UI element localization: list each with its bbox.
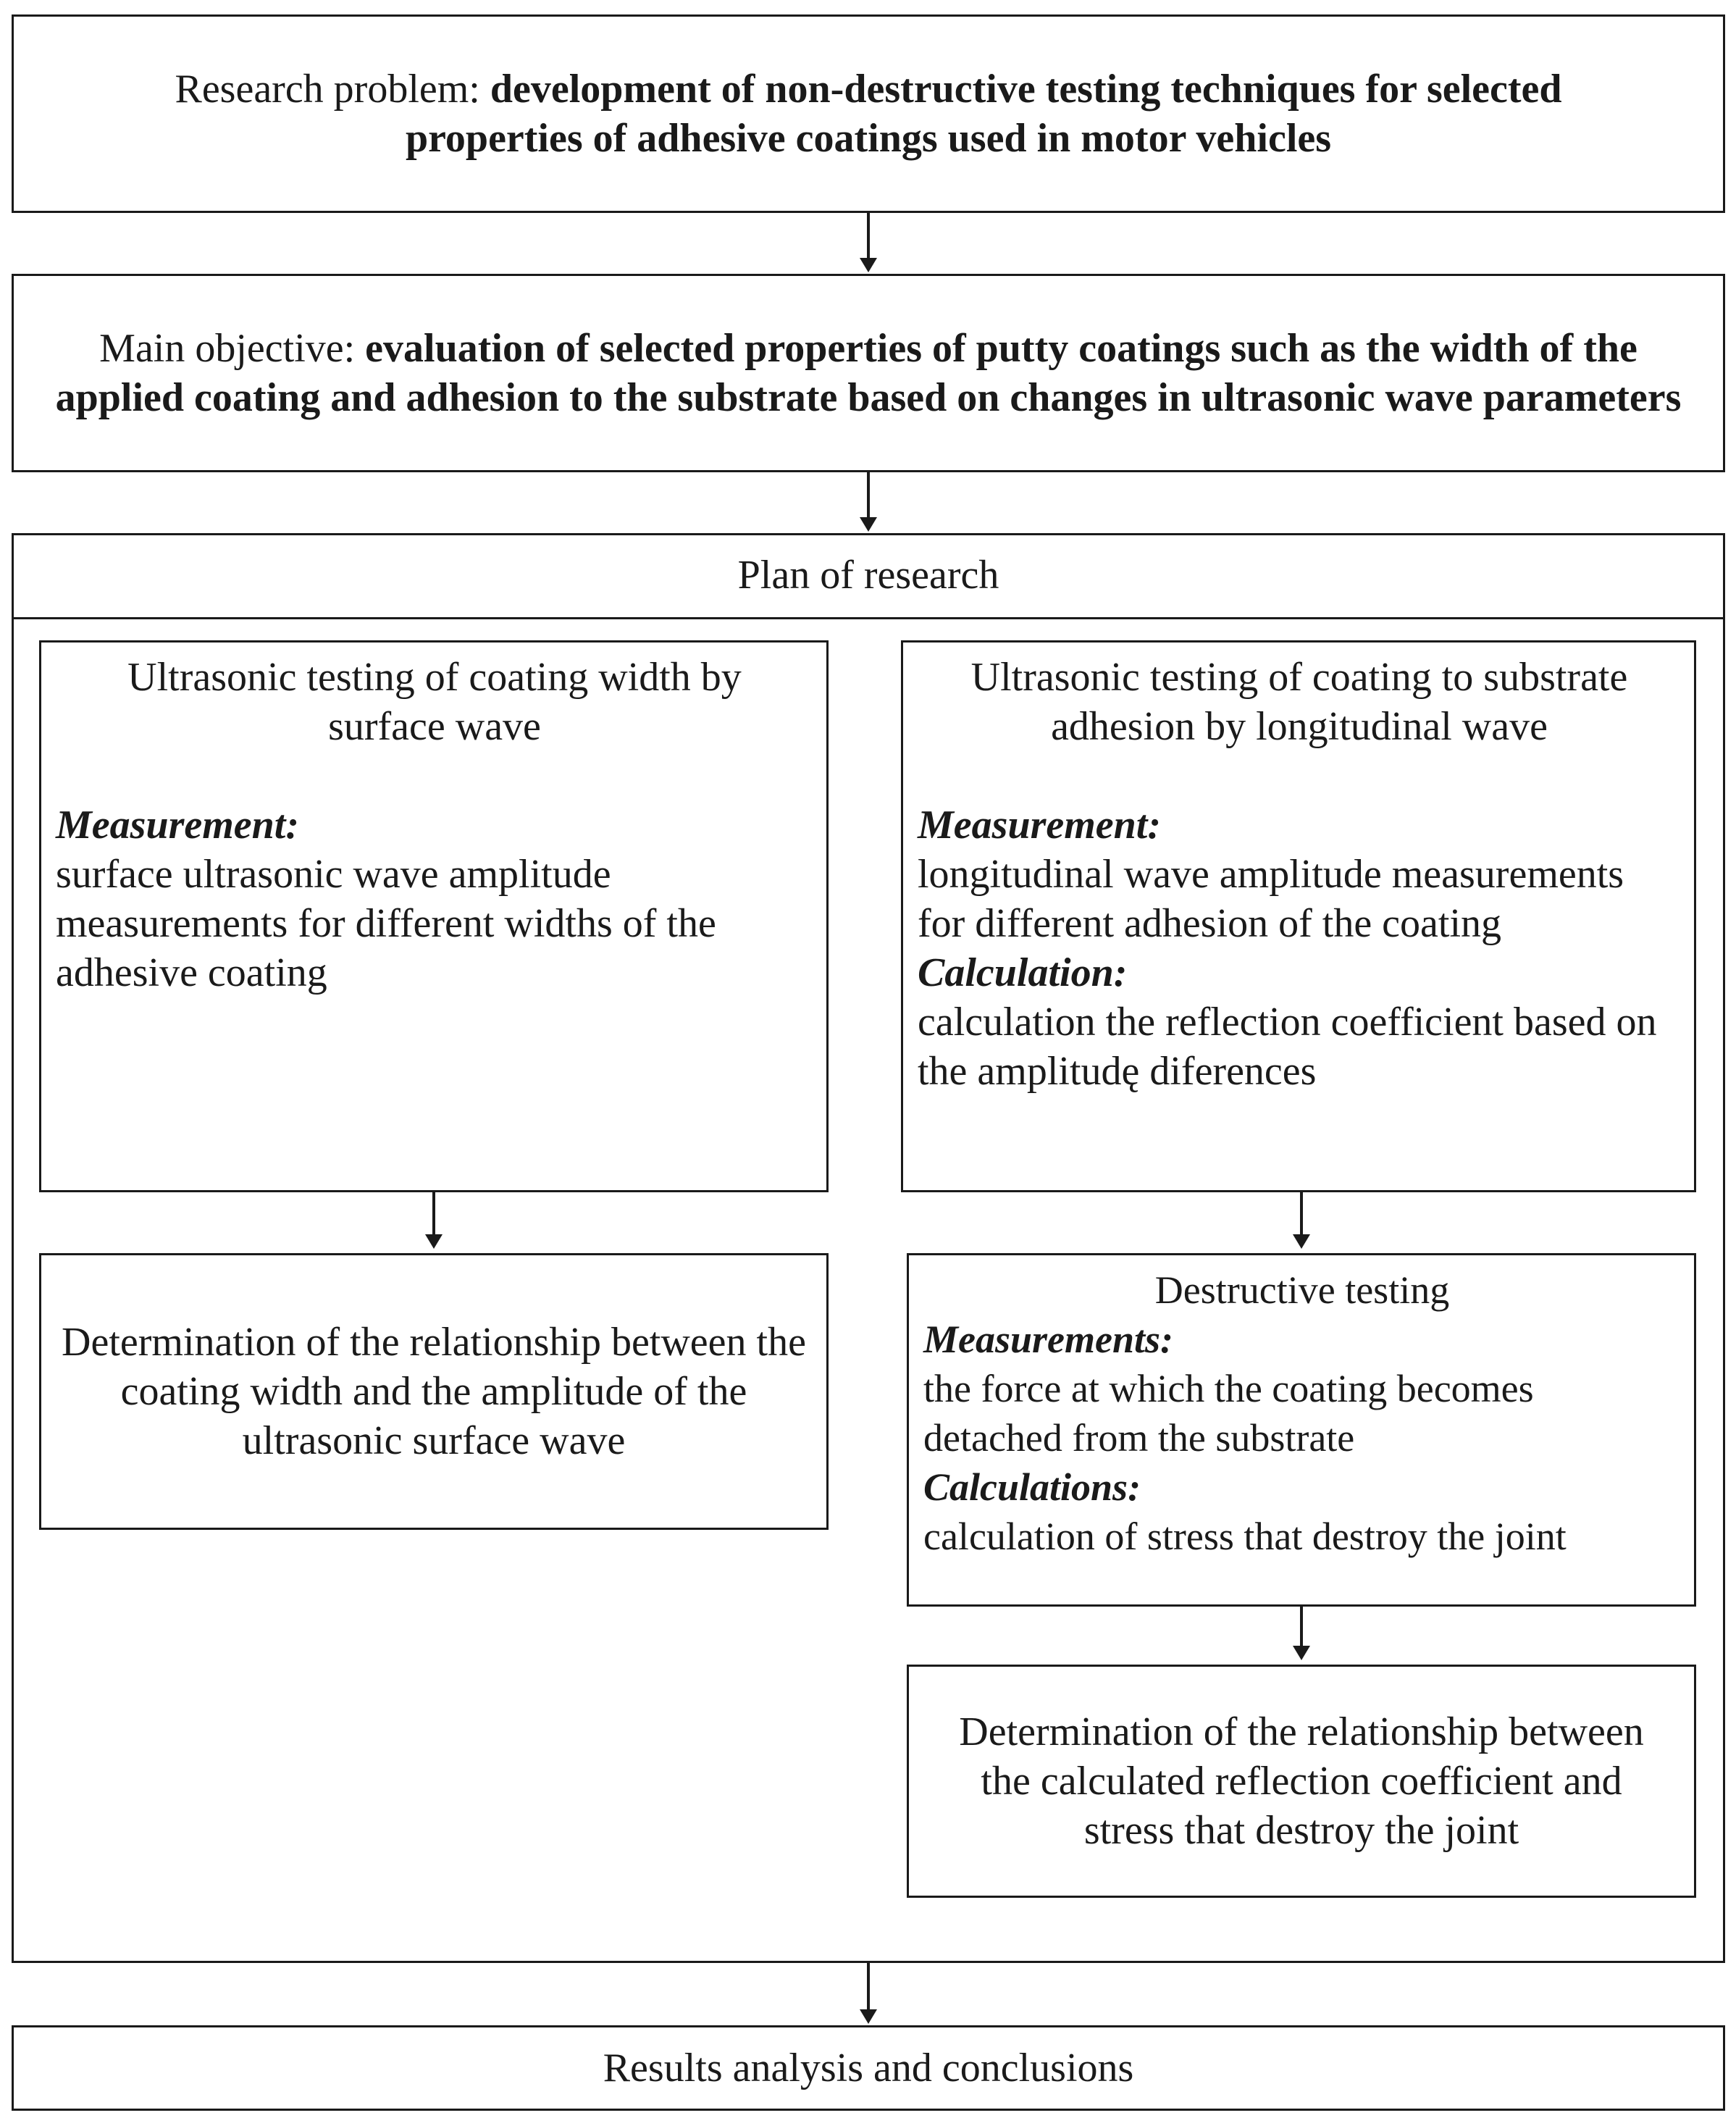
longitudinal-calculation-text: calculation the reflection coefficient b… [918,1000,1657,1094]
arrow-results-line [867,1963,870,2011]
plan-title-text: Plan of research [737,553,999,598]
arrow-destructive-line [1300,1607,1303,1647]
surface-wave-test-title: Ultrasonic testing of coating width by s… [127,655,742,749]
arrow-1-line [867,213,870,259]
reflection-coefficient-relationship-text: Determination of the relationship betwee… [959,1709,1644,1853]
surface-wave-measurement-label: Measurement: [56,803,299,847]
destructive-testing-title: Destructive testing [1154,1268,1450,1312]
research-problem-box: Research problem: development of non-des… [12,14,1725,213]
destructive-calculations-label: Calculations: [923,1465,1141,1509]
coating-width-relationship-text: Determination of the relationship betwee… [62,1320,806,1463]
longitudinal-calculation-label: Calculation: [918,950,1128,995]
main-objective-prefix: Main objective: [99,326,366,371]
arrow-1-head [860,258,877,272]
results-text: Results analysis and conclusions [603,2046,1134,2090]
arrow-right-head [1293,1234,1310,1249]
main-objective-box: Main objective: evaluation of selected p… [12,274,1725,472]
arrow-destructive-head [1293,1646,1310,1660]
research-problem-prefix: Research problem: [175,67,490,112]
destructive-measurements-label: Measurements: [923,1318,1174,1361]
arrow-left-head [425,1234,443,1249]
destructive-testing-box: Destructive testing Measurements: the fo… [907,1253,1696,1607]
plan-title-divider [12,617,1725,619]
arrow-right-line [1300,1192,1303,1236]
research-problem-value: development of non-destructive testing t… [405,67,1562,161]
longitudinal-wave-test-title: Ultrasonic testing of coating to substra… [970,655,1628,749]
longitudinal-wave-test-box: Ultrasonic testing of coating to substra… [901,640,1696,1192]
longitudinal-measurement-label: Measurement: [918,803,1161,847]
arrow-2-head [860,517,877,532]
main-objective-text: Main objective: evaluation of selected p… [43,324,1694,422]
surface-wave-measurement-text: surface ultrasonic wave amplitude measur… [56,852,716,995]
longitudinal-measurement-text: longitudinal wave amplitude measurements… [918,852,1624,946]
results-box: Results analysis and conclusions [12,2025,1725,2111]
coating-width-relationship-box: Determination of the relationship betwee… [39,1253,829,1530]
arrow-left-line [432,1192,435,1236]
main-objective-value: evaluation of selected properties of put… [55,326,1682,420]
reflection-coefficient-relationship-box: Determination of the relationship betwee… [907,1665,1696,1898]
surface-wave-test-box: Ultrasonic testing of coating width by s… [39,640,829,1192]
destructive-measurements-text: the force at which the coating becomes d… [923,1367,1534,1460]
plan-of-research-title: Plan of research [12,533,1725,617]
research-problem-text: Research problem: development of non-des… [93,64,1643,163]
arrow-results-head [860,2009,877,2024]
arrow-2-line [867,472,870,519]
destructive-calculations-text: calculation of stress that destroy the j… [923,1515,1567,1558]
